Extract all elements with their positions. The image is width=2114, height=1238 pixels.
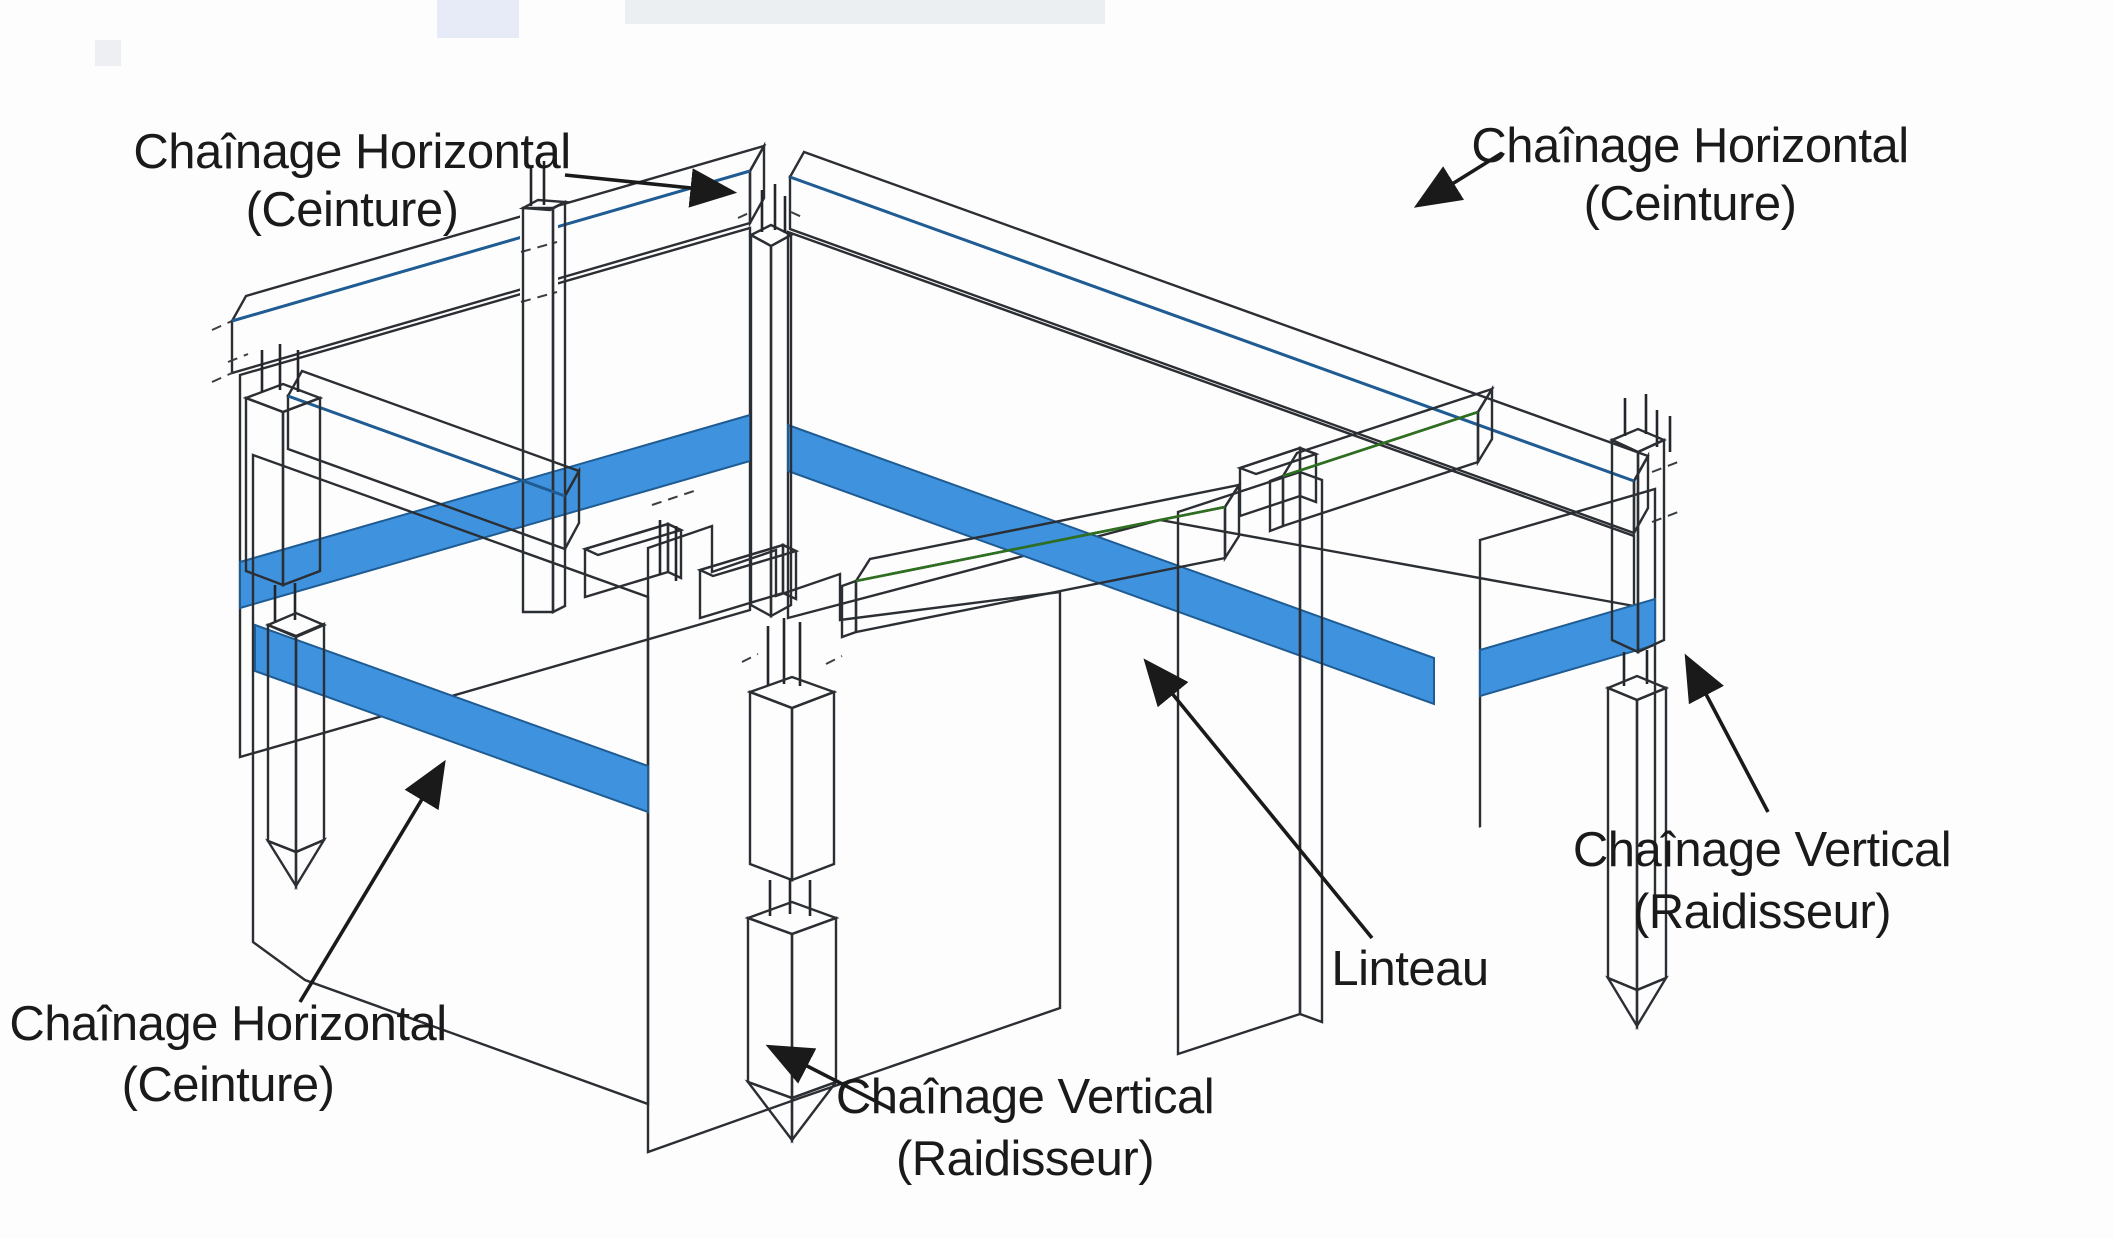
embedded-tie-band [787,423,1435,706]
front-left-wall [251,369,701,1106]
label-vertical-bottom-2: (Raidisseur) [896,1132,1154,1186]
door-left-jamb-wall [581,522,1062,1154]
top-edge-artifact-text [625,0,1105,24]
vertical-tie-column-back-wall [518,139,570,614]
horizontal-tie-beam-top-right [788,150,1679,538]
label-horizontal-top-right-2: (Ceinture) [1584,177,1797,231]
loose-block [696,543,800,620]
annotation-labels: Chaînage Horizontal (Ceinture) Chaînage … [9,119,1951,1186]
lintel-right-opening [1268,384,1495,533]
wall-junction-rebar [651,488,701,581]
label-horizontal-bottom-left-2: (Ceinture) [122,1058,335,1112]
label-horizontal-top-right-1: Chaînage Horizontal [1471,119,1908,173]
arrow-horizontal-bottom-left [298,759,446,1003]
top-edge-artifact-blue [437,0,519,38]
label-vertical-right-1: Chaînage Vertical [1573,823,1951,877]
vertical-tie-column-back-corner [737,184,805,619]
label-horizontal-top-left-2: (Ceinture) [246,183,459,237]
corner-artifact [95,40,121,66]
door-right-jamb-pillar [1176,446,1324,1056]
front-right-wall-right-section [1478,487,1658,1055]
vertical-tie-column-left-corner [227,344,328,891]
label-lintel: Linteau [1331,942,1488,996]
label-vertical-right-2: (Raidisseur) [1633,885,1891,939]
arrow-lintel [1143,658,1374,940]
label-horizontal-bottom-left-1: Chaînage Horizontal [9,997,446,1051]
embedded-tie-band [254,623,649,814]
label-horizontal-top-left-1: Chaînage Horizontal [133,125,570,179]
arrow-horizontal-top-right [1413,151,1503,208]
vertical-tie-column-front-corner [741,618,843,1144]
label-vertical-bottom-1: Chaînage Vertical [836,1070,1214,1124]
arrow-horizontal-top-left [564,168,738,208]
annotation-arrows [298,151,1770,1112]
arrow-vertical-bottom [765,1044,894,1112]
arrow-vertical-right [1684,653,1770,813]
horizontal-tie-beam-top-left [211,141,767,383]
lintel-door [840,480,1242,639]
vertical-tie-column-right-corner [1604,394,1670,1031]
